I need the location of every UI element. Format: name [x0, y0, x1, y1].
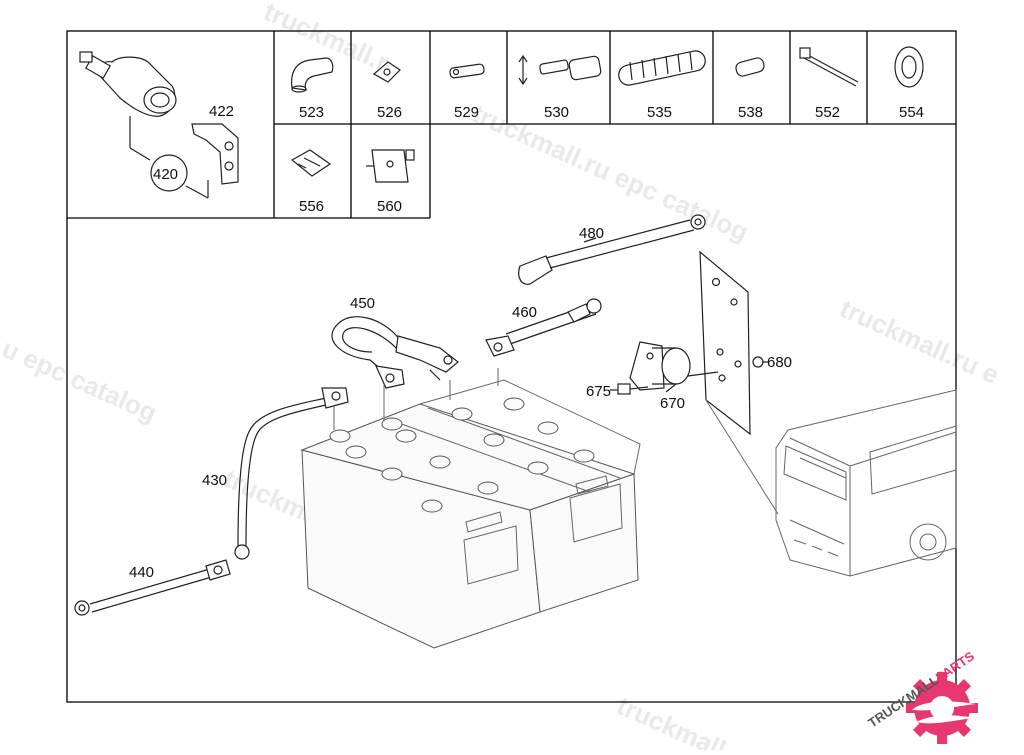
watermark-bottom: truckmall.r — [613, 690, 747, 750]
callout-556: 556 — [299, 198, 324, 215]
callout-422: 422 — [209, 103, 234, 120]
cable-460[interactable] — [485, 298, 602, 357]
watermark-left: u epc catalog — [0, 333, 162, 428]
callout-552: 552 — [815, 104, 840, 121]
brand-logo: TRUCKMALLPARTS — [865, 648, 978, 744]
callout-labels: 420 422 523 526 529 530 535 538 552 554 … — [129, 103, 924, 581]
callout-420: 420 — [153, 166, 178, 183]
part-670-switch[interactable] — [629, 341, 719, 391]
part-420-battery-switch[interactable] — [79, 51, 177, 161]
brand-text-part2: PARTS — [933, 648, 977, 685]
callout-560: 560 — [377, 198, 402, 215]
callout-530: 530 — [544, 104, 569, 121]
icon-554-grommet[interactable] — [894, 46, 924, 88]
icon-530-connector[interactable] — [518, 54, 602, 86]
callout-670: 670 — [660, 395, 685, 412]
cable-480[interactable] — [518, 214, 706, 285]
icon-523-elbow[interactable] — [291, 57, 334, 93]
callout-554: 554 — [899, 104, 924, 121]
part-422-bracket[interactable] — [185, 123, 239, 199]
callout-523: 523 — [299, 104, 324, 121]
callout-450: 450 — [350, 295, 375, 312]
watermark-right: truckmall.ru e — [836, 293, 1004, 390]
part-675-bolt[interactable] — [617, 383, 649, 395]
icon-526-clip[interactable] — [372, 61, 401, 83]
callout-675: 675 — [586, 383, 611, 400]
callout-circle-420 — [150, 154, 188, 192]
callout-529: 529 — [454, 104, 479, 121]
icon-529-terminal[interactable] — [449, 63, 485, 79]
mounting-plate[interactable] — [699, 250, 751, 436]
callout-480: 480 — [579, 225, 604, 242]
truck-outline — [705, 389, 957, 577]
icon-560-mount[interactable] — [366, 149, 415, 183]
cable-430[interactable] — [234, 387, 349, 560]
frames — [66, 30, 957, 703]
outer-frame — [66, 30, 957, 703]
gear-icon — [906, 672, 978, 744]
callout-430: 430 — [202, 472, 227, 489]
icon-538-sleeve[interactable] — [735, 57, 766, 78]
cable-450[interactable] — [331, 316, 459, 389]
callout-538: 538 — [738, 104, 763, 121]
callout-460: 460 — [512, 304, 537, 321]
callout-535: 535 — [647, 104, 672, 121]
leader-lines — [429, 361, 768, 393]
icon-556-holder[interactable] — [290, 149, 332, 177]
terminal-leaders — [333, 368, 499, 430]
cable-440[interactable] — [74, 559, 231, 616]
batteries[interactable] — [300, 379, 641, 649]
part-680-nut[interactable] — [752, 356, 764, 368]
icon-552-cable-tie[interactable] — [799, 47, 859, 87]
callout-526: 526 — [377, 104, 402, 121]
callout-680: 680 — [767, 354, 792, 371]
icon-535-corrugated-tube[interactable] — [617, 49, 707, 87]
callout-440: 440 — [129, 564, 154, 581]
